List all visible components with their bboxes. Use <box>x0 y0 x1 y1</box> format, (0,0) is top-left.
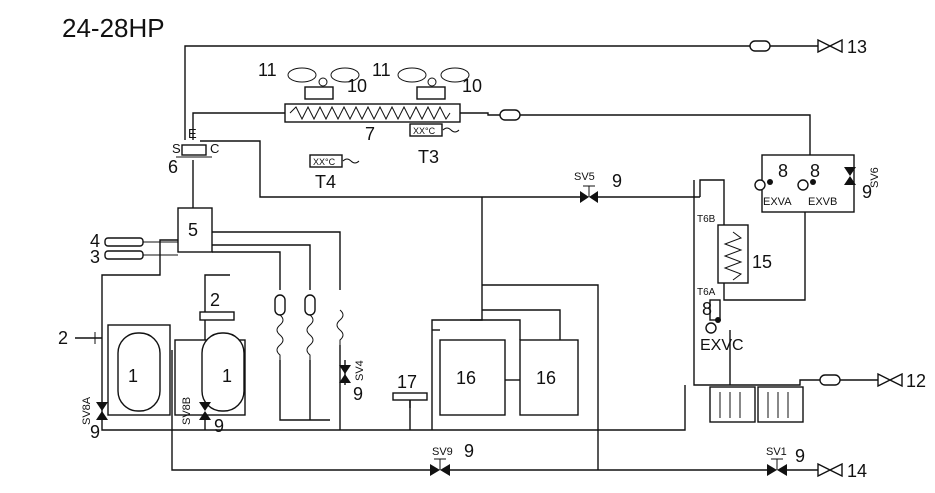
label-xx-t3: XX°C <box>413 126 436 136</box>
label-sv9: SV9 <box>432 446 453 458</box>
label-t6b: T6B <box>697 214 716 225</box>
label-10b: 10 <box>462 76 482 96</box>
valve-labels: SV5 SV9 SV1 SV4 SV8A SV8B SV6 <box>81 167 881 458</box>
label-t4: T4 <box>315 172 336 192</box>
label-12: 12 <box>906 371 926 391</box>
label-11a: 11 <box>258 60 277 80</box>
gas-liquid-separator <box>439 339 579 416</box>
four-way-valve <box>176 144 212 158</box>
label-t6a: T6A <box>697 287 716 298</box>
label-11b: 11 <box>372 60 391 80</box>
sensor-labels: T3 T4 XX°C XX°C T6B T6A EXVA EXVB EXVC <box>313 126 837 354</box>
label-xx-t4: XX°C <box>313 157 336 167</box>
solenoid-valves <box>96 167 856 476</box>
label-9-sv9: 9 <box>464 441 474 461</box>
label-7: 7 <box>365 124 375 144</box>
label-c: C <box>210 141 219 156</box>
item-17 <box>392 392 428 408</box>
condenser-coil <box>284 103 461 123</box>
label-9-sv4: 9 <box>353 384 363 404</box>
label-e: E <box>188 126 197 141</box>
label-sv6: SV6 <box>869 167 881 188</box>
label-10a: 10 <box>347 76 367 96</box>
stop-valves <box>817 38 903 478</box>
label-16a: 16 <box>456 368 476 388</box>
pressure-switch-2 <box>199 311 235 321</box>
label-9-sv1: 9 <box>795 446 805 466</box>
label-16b: 16 <box>536 368 556 388</box>
label-9-sv8a: 9 <box>90 422 100 442</box>
label-13: 13 <box>847 37 867 57</box>
label-8c: 8 <box>702 299 712 319</box>
pressure-sensors <box>104 237 178 260</box>
port-labels: S E C <box>172 126 219 156</box>
label-exvc: EXVC <box>700 337 744 354</box>
label-14: 14 <box>847 461 867 481</box>
fan-left <box>287 67 360 100</box>
label-2b: 2 <box>210 290 220 310</box>
label-5: 5 <box>188 220 198 240</box>
compressor-1a <box>107 324 171 416</box>
label-sv5: SV5 <box>574 171 595 183</box>
label-9-sv6: 9 <box>862 182 872 202</box>
label-17: 17 <box>397 372 417 392</box>
temp-sensor-t3 <box>409 123 460 137</box>
label-sv4: SV4 <box>354 360 366 381</box>
labels: 1 1 2 2 3 4 5 6 7 8 8 8 9 9 9 9 9 9 9 10… <box>58 37 926 481</box>
subcooler <box>709 386 804 423</box>
label-8a: 8 <box>778 161 788 181</box>
label-6: 6 <box>168 157 178 177</box>
label-1b: 1 <box>222 366 232 386</box>
diagram-title: 24-28HP <box>62 13 165 43</box>
label-3: 3 <box>90 247 100 267</box>
label-sv8b: SV8B <box>181 397 193 425</box>
oil-separator <box>177 207 213 253</box>
label-2a: 2 <box>58 328 68 348</box>
label-8b: 8 <box>810 161 820 181</box>
label-sv8a: SV8A <box>81 396 93 425</box>
label-9-sv8b: 9 <box>214 416 224 436</box>
label-1a: 1 <box>128 366 138 386</box>
label-4: 4 <box>90 231 100 251</box>
label-exva: EXVA <box>763 196 792 208</box>
fan-right <box>397 67 470 100</box>
label-9-sv5: 9 <box>612 171 622 191</box>
label-sv1: SV1 <box>766 446 787 458</box>
temp-sensor-t4 <box>309 154 360 168</box>
label-s: S <box>172 141 181 156</box>
piping <box>75 45 880 471</box>
expansion-valves <box>705 179 816 334</box>
plate-heat-exchanger <box>717 224 749 284</box>
label-15: 15 <box>752 252 772 272</box>
label-exvb: EXVB <box>808 196 837 208</box>
label-t3: T3 <box>418 147 439 167</box>
capillary-tubes <box>276 309 344 360</box>
